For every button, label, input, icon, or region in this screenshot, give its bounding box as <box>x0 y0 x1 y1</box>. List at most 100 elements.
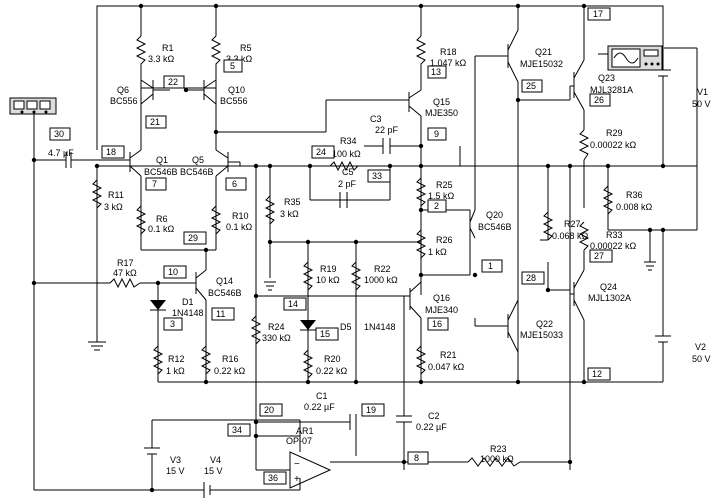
r22-value: 1000 kΩ <box>364 275 398 285</box>
d5-symbol <box>300 320 316 350</box>
svg-text:19: 19 <box>366 405 376 415</box>
r34-value: 100 kΩ <box>332 149 361 159</box>
r26-value: 1 kΩ <box>428 247 447 257</box>
r25-name: R25 <box>436 180 453 190</box>
svg-text:25: 25 <box>526 81 536 91</box>
r27-name: R27 <box>564 219 581 229</box>
net-label: 25 <box>521 79 543 93</box>
svg-text:5: 5 <box>230 61 235 71</box>
q6-name: Q6 <box>117 85 129 95</box>
r25-value: 1.5 kΩ <box>428 191 455 201</box>
r5-value: 3.3 kΩ <box>226 54 253 64</box>
svg-text:2: 2 <box>434 201 439 211</box>
net-label: 30 <box>49 127 71 141</box>
svg-text:9: 9 <box>434 129 439 139</box>
ar1-name: AR1 <box>296 426 314 436</box>
svg-text:30: 30 <box>54 129 64 139</box>
r1-value: 3.3 kΩ <box>148 54 175 64</box>
r23-symbol <box>467 457 521 467</box>
q14-symbol <box>192 269 207 301</box>
r11-value: 3 kΩ <box>104 202 123 212</box>
ar1-part: OP-07 <box>286 436 312 446</box>
opamp-ar1-symbol: − + <box>289 451 332 489</box>
r35-value: 3 kΩ <box>280 209 299 219</box>
q22-name: Q22 <box>536 319 553 329</box>
v1-name: V1 <box>697 87 708 97</box>
svg-text:8: 8 <box>414 453 419 463</box>
r20-name: R20 <box>324 354 341 364</box>
net-label: 19 <box>361 403 385 417</box>
net-label: 26 <box>589 93 611 107</box>
c1-value: 0.22 µF <box>304 402 335 412</box>
r33-value: 0.00022 kΩ <box>590 241 637 251</box>
net-label: 22 <box>163 75 185 89</box>
c5-value: 2 pF <box>338 179 357 189</box>
q5-symbol <box>215 149 241 177</box>
r1-name: R1 <box>162 43 174 53</box>
r17-value: 47 kΩ <box>113 268 137 278</box>
c3-name: C3 <box>370 114 382 124</box>
v1-value: 50 V <box>692 99 711 109</box>
svg-text:24: 24 <box>316 147 326 157</box>
svg-text:17: 17 <box>593 9 603 19</box>
svg-text:13: 13 <box>431 67 441 77</box>
q24-symbol <box>570 269 585 321</box>
q14-name: Q14 <box>216 276 233 286</box>
svg-text:−: − <box>294 459 300 470</box>
r12-symbol <box>152 345 164 375</box>
q23-symbol <box>569 59 585 111</box>
transistor-symbols <box>129 29 585 353</box>
svg-text:20: 20 <box>264 405 274 415</box>
component-labels: R1 3.3 kΩ R5 3.3 kΩ R18 1.047 kΩ Q6 BC55… <box>48 43 711 476</box>
diode-symbols <box>150 300 316 350</box>
oscilloscope-icon[interactable] <box>607 45 663 71</box>
d5-part: 1N4148 <box>364 322 396 332</box>
r16-name: R16 <box>222 354 239 364</box>
svg-text:7: 7 <box>152 179 157 189</box>
net-label: 6 <box>225 177 247 191</box>
r29-name: R29 <box>606 128 623 138</box>
q10-symbol <box>187 79 217 105</box>
function-generator-icon[interactable] <box>9 97 57 115</box>
net-label: 28 <box>521 271 545 285</box>
r6-value: 0.1 kΩ <box>148 224 175 234</box>
r19-value: 10 kΩ <box>316 275 340 285</box>
r5-symbol <box>210 35 222 68</box>
net-label: 27 <box>589 249 613 263</box>
svg-text:33: 33 <box>372 171 382 181</box>
r21-name: R21 <box>440 350 457 360</box>
r11-symbol <box>91 179 103 210</box>
svg-text:16: 16 <box>432 319 442 329</box>
net-label: 5 <box>223 59 243 73</box>
r23-value: 1000 kΩ <box>480 454 514 464</box>
r33-symbol <box>578 221 590 251</box>
d1-name: D1 <box>182 297 194 307</box>
v4-name: V4 <box>210 455 221 465</box>
net-label: 15 <box>315 327 339 341</box>
d1-symbol <box>150 300 166 311</box>
net-label: 17 <box>587 7 611 21</box>
q16-part: MJE340 <box>425 305 458 315</box>
cin-value: 4.7 µF <box>48 148 74 158</box>
net-label: 24 <box>311 145 335 159</box>
svg-text:22: 22 <box>168 77 178 87</box>
r24-symbol <box>250 315 262 345</box>
net-label: 34 <box>227 423 251 437</box>
v2-name: V2 <box>695 342 706 352</box>
net-label: 8 <box>407 451 429 465</box>
net-label: 33 <box>367 169 391 183</box>
r29-value: 0.00022 kΩ <box>590 140 637 150</box>
r22-symbol <box>350 261 362 291</box>
q23-name: Q23 <box>598 73 615 83</box>
q20-part: BC546B <box>478 222 512 232</box>
svg-text:6: 6 <box>232 179 237 189</box>
svg-text:10: 10 <box>168 267 178 277</box>
junction-dots <box>31 3 666 493</box>
svg-text:18: 18 <box>106 147 116 157</box>
resistor-symbols <box>91 35 614 467</box>
r6-name: R6 <box>156 214 168 224</box>
r20-value: 0.22 kΩ <box>316 366 348 376</box>
net-label: 18 <box>101 145 125 159</box>
r26-name: R26 <box>436 235 453 245</box>
